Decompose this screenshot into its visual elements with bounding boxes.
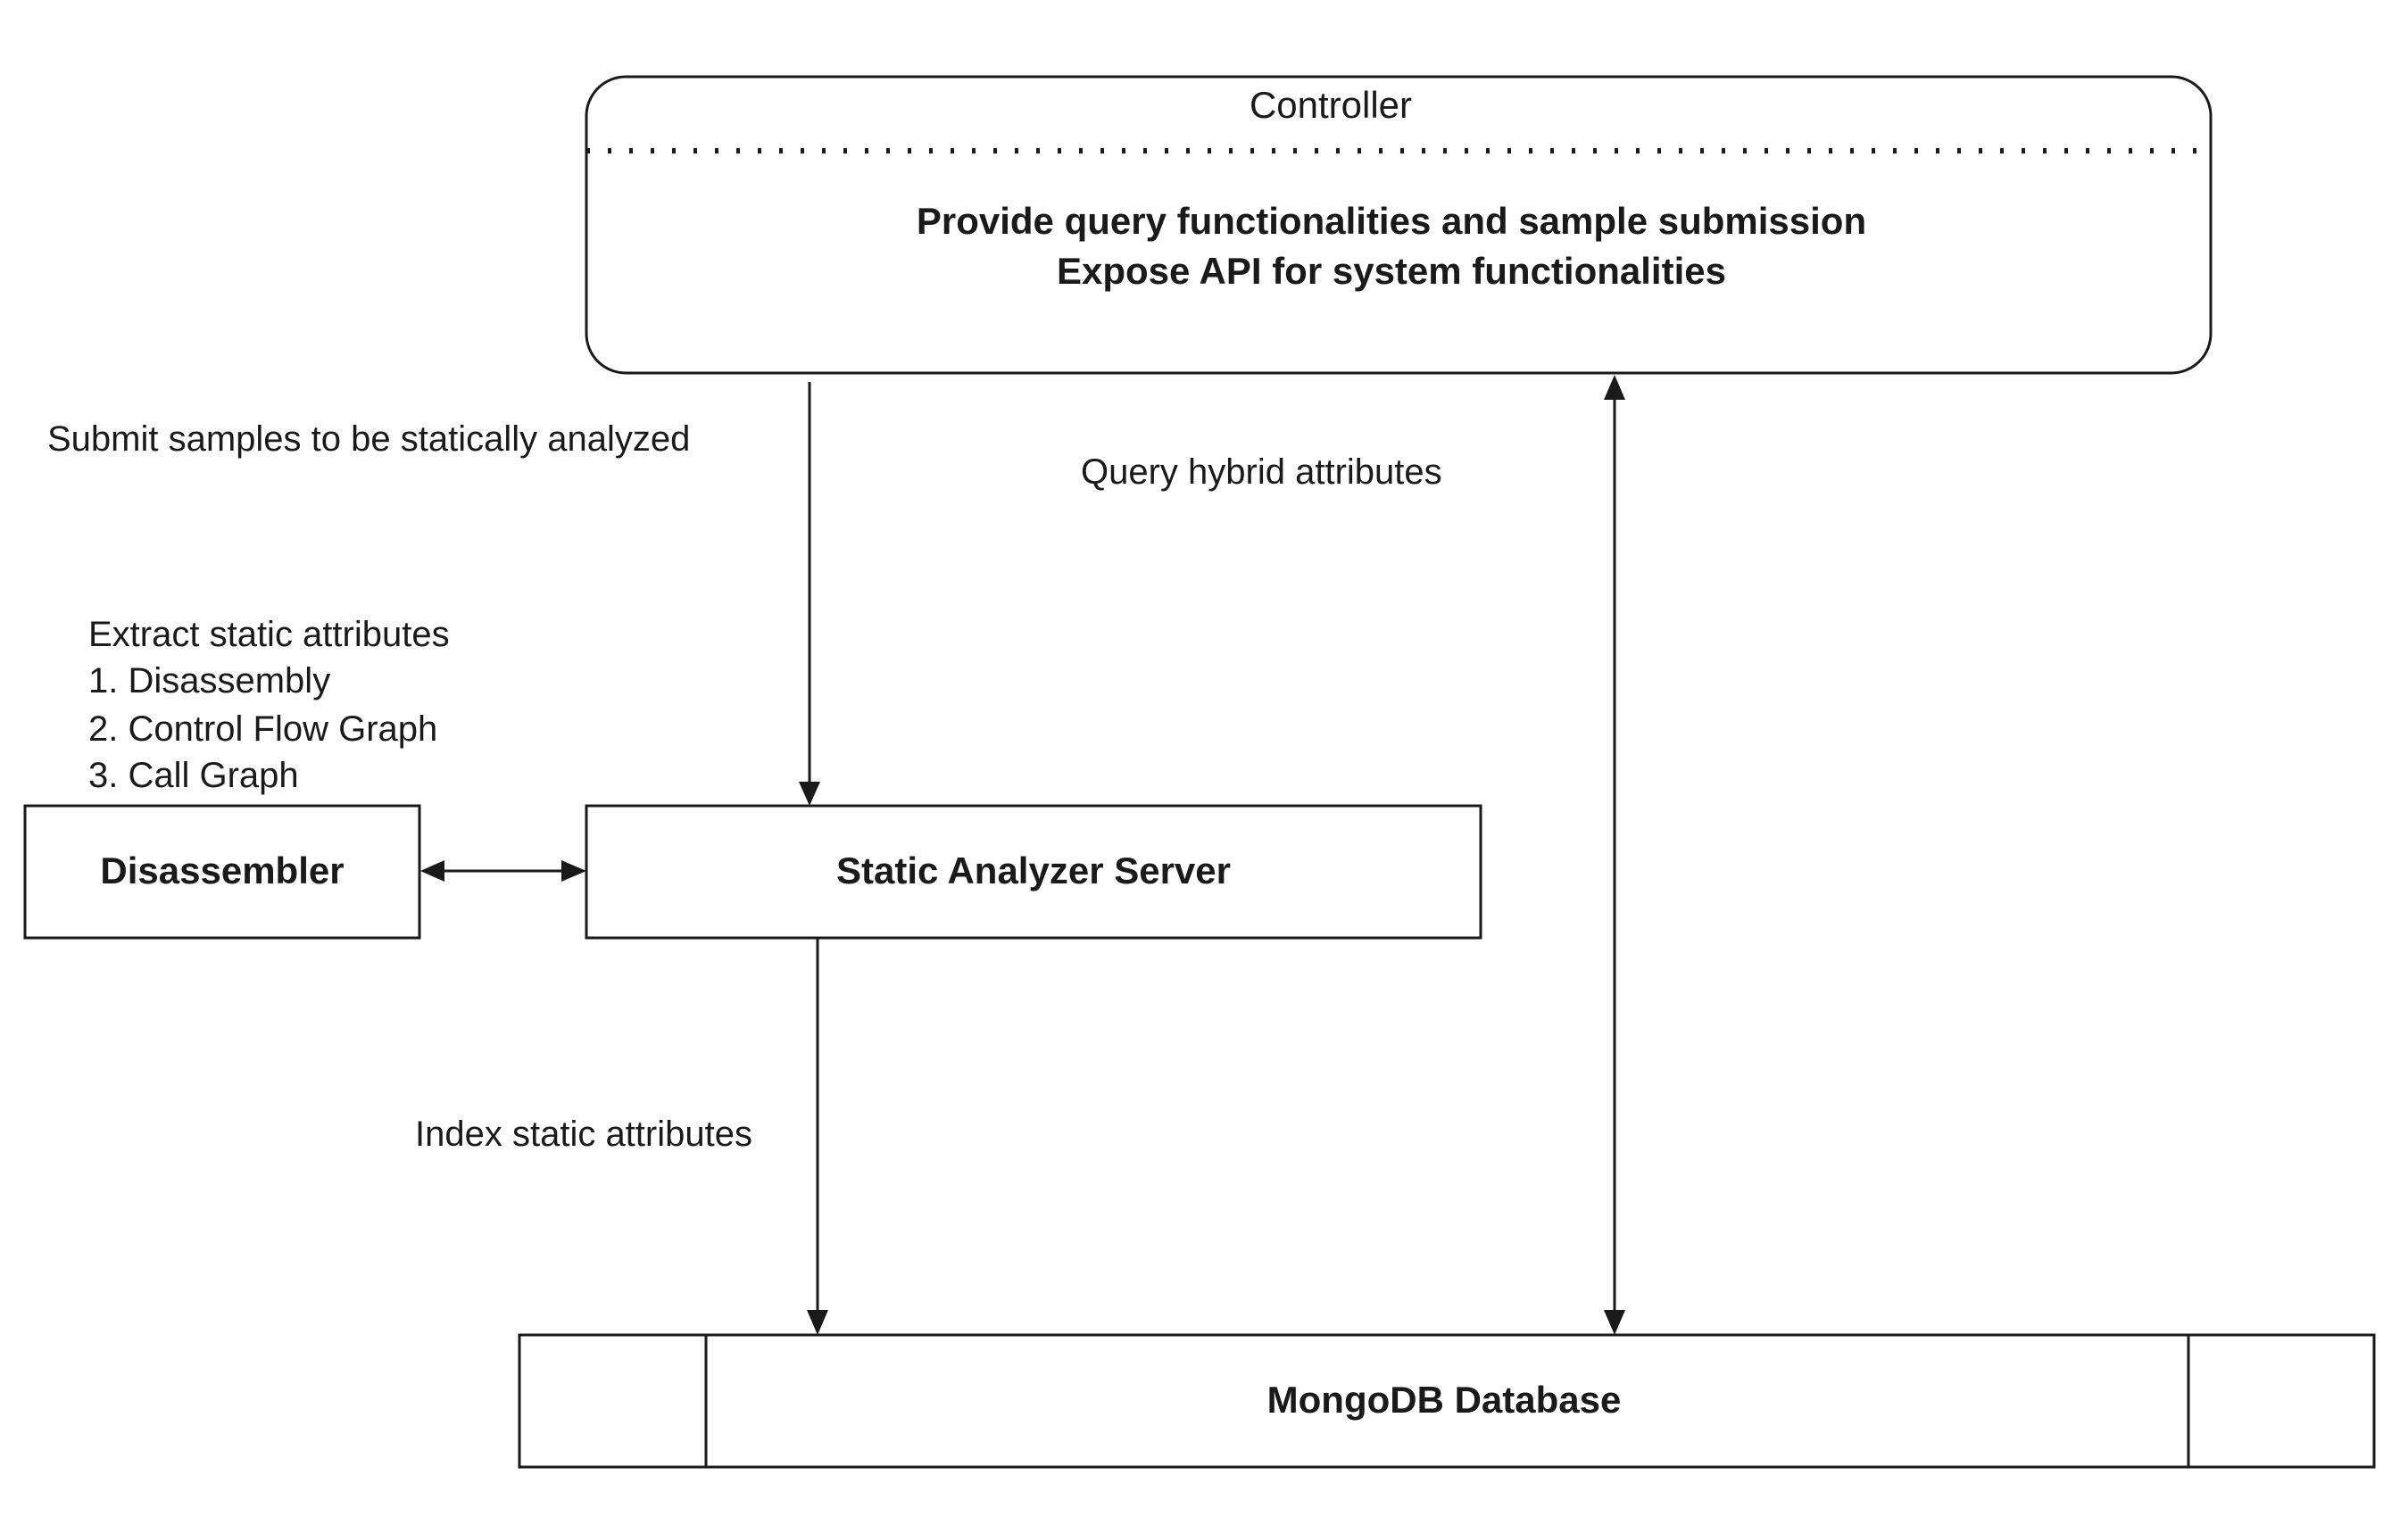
edge-index-attributes	[807, 938, 828, 1335]
database-node: MongoDB Database	[518, 1333, 2376, 1469]
edge-extract-arrowhead-right	[561, 860, 586, 882]
edge-submit-samples	[799, 382, 820, 806]
static-analyzer-box	[585, 804, 1482, 940]
edge-query-arrowhead-up	[1604, 375, 1625, 400]
database-box	[518, 1333, 2376, 1469]
extract-title: Extract static attributes	[88, 615, 450, 654]
controller-description-line-2: Expose API for system functionalities	[1057, 250, 1726, 292]
disassembler-box	[23, 804, 421, 940]
extract-item-disassembly: 1. Disassembly	[88, 661, 330, 700]
static-analyzer-node: Static Analyzer Server	[585, 804, 1482, 940]
controller-box	[585, 75, 2213, 375]
edge-extract-arrowhead-left	[420, 860, 444, 882]
edge-query-arrowhead-down	[1604, 1310, 1625, 1335]
edge-submit-arrowhead	[799, 782, 820, 806]
label-index-static-attributes: Index static attributes	[415, 1115, 752, 1154]
edge-extract-attributes	[420, 860, 586, 882]
label-extract-static-attributes: Extract static attributes 1. Disassembly…	[88, 615, 450, 795]
disassembler-node: Disassembler	[23, 804, 421, 940]
label-submit-samples: Submit samples to be statically analyzed	[47, 419, 690, 459]
extract-item-control-flow-graph: 2. Control Flow Graph	[88, 709, 437, 749]
extract-item-call-graph: 3. Call Graph	[88, 756, 299, 795]
database-label: MongoDB Database	[1267, 1379, 1622, 1421]
static-analyzer-label: Static Analyzer Server	[836, 850, 1231, 891]
edge-index-arrowhead	[807, 1310, 828, 1335]
controller-node: Controller Provide query functionalities…	[585, 75, 2213, 375]
edge-query-attributes	[1604, 375, 1625, 1335]
label-query-hybrid-attributes: Query hybrid attributes	[1081, 452, 1442, 492]
disassembler-label: Disassembler	[100, 850, 344, 891]
controller-description-line-1: Provide query functionalities and sample…	[917, 200, 1866, 242]
controller-title: Controller	[1250, 84, 1412, 126]
